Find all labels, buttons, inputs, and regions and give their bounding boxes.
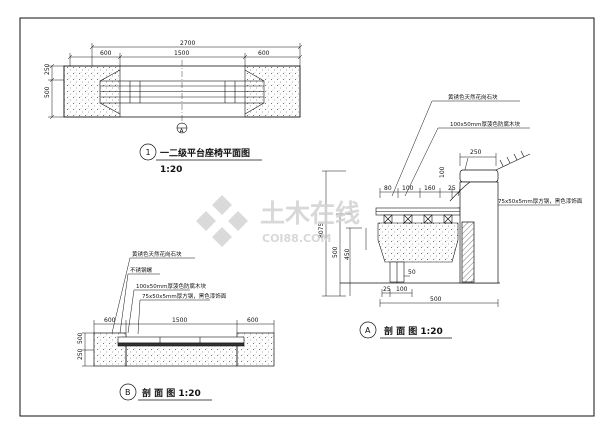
- section-b-stone-mid: [125, 344, 238, 367]
- section-a-dim-25b: 25: [383, 286, 391, 293]
- section-a-dim-80: 80: [384, 185, 392, 192]
- sheet-border: [19, 17, 595, 417]
- watermark: 土木在线 COI88.COM: [196, 195, 360, 247]
- section-a-title-letter: A: [365, 326, 371, 335]
- section-a-dim-8075: 8075: [318, 223, 325, 238]
- plan-dim-250: 250: [44, 63, 51, 75]
- section-b-title: 剖 面 图 1:20: [142, 387, 201, 399]
- plan-dim-500: 500: [44, 86, 51, 98]
- section-b-dims: [82, 320, 275, 367]
- plan-dim-parts: [67, 53, 303, 66]
- watermark-text-en: COI88.COM: [262, 232, 331, 245]
- section-a-left-dims: [322, 170, 367, 297]
- section-b-dim-600-right: 600: [247, 317, 259, 324]
- section-a-dim-50: 50: [408, 269, 416, 276]
- section-a-dim-100a: 100: [402, 185, 414, 192]
- watermark-text-cn: 土木在线: [260, 199, 360, 228]
- plan-dim-overall: [89, 43, 303, 66]
- section-a-dim-450: 450: [344, 248, 351, 260]
- plan-title: 一二级平台座椅平面图: [160, 147, 250, 159]
- section-b-dim-1500: 1500: [172, 317, 187, 324]
- watermark-logo: [196, 195, 248, 247]
- section-a-seat: [375, 207, 461, 283]
- section-b-leaders: [111, 257, 210, 335]
- section-a-note-steel: 75x50x5mm厚方钢，黑色漆饰面: [498, 197, 583, 205]
- section-b-seat: [117, 336, 245, 347]
- plan-dim-600-left: 600: [100, 50, 112, 57]
- plan-dim-2700: 2700: [180, 40, 195, 47]
- plan-title-circle: [139, 143, 157, 161]
- section-a-title-circle: [359, 321, 377, 339]
- section-a-view: 黄锈色天然花岗石块 100x50mm厚菠色防腐木块 75x50x5mm厚方钢，黑…: [318, 93, 583, 339]
- section-a-dim-160: 160: [424, 185, 436, 192]
- section-a-dim-100c: 100: [396, 286, 408, 293]
- plan-cut-label: A: [180, 128, 185, 135]
- section-a-note-stone: 黄锈色天然花岗石块: [448, 93, 498, 101]
- section-b-note-wood: 100x50mm厚菠色防腐木块: [136, 282, 206, 290]
- section-b-dim-250: 250: [77, 348, 84, 360]
- section-a-dim-500-bottom: 500: [430, 296, 442, 303]
- section-b-note-steel: 75x50x5mm厚方钢，黑色漆饰面: [142, 292, 227, 300]
- plan-dim-600-right: 600: [258, 50, 270, 57]
- section-b-title-letter: B: [125, 388, 131, 397]
- plan-scale: 1:20: [160, 165, 182, 175]
- section-b-view: 黄锈色天然花岗石块 不锈钢螺 100x50mm厚菠色防腐木块 75x50x5mm…: [77, 250, 275, 401]
- section-a-dim-100b: 100: [439, 166, 446, 178]
- section-a-title: 剖 面 图 1:20: [384, 325, 443, 337]
- section-b-dim-500: 500: [77, 332, 84, 344]
- section-a-break-marks: [495, 150, 531, 171]
- section-a-dim-250: 250: [470, 149, 482, 156]
- section-a-top-dims: [379, 153, 497, 198]
- section-b-dim-600-left: 600: [104, 317, 116, 324]
- section-b-note-stone: 黄锈色天然花岗石块: [132, 250, 182, 258]
- plan-title-number: 1: [146, 148, 151, 157]
- section-a-dim-25a: 25: [448, 185, 456, 192]
- plan-dim-1500: 1500: [174, 50, 189, 57]
- section-a-dim-500: 500: [332, 246, 339, 258]
- section-a-wall: [449, 169, 499, 284]
- section-b-note-bolt: 不锈钢螺: [130, 266, 153, 274]
- section-a-note-wood: 100x50mm厚菠色防腐木块: [450, 120, 520, 128]
- plan-view: 2700 600 1500 600 250 500: [44, 40, 303, 175]
- section-b-title-circle: [119, 383, 137, 401]
- plan-dim-left: [48, 63, 64, 120]
